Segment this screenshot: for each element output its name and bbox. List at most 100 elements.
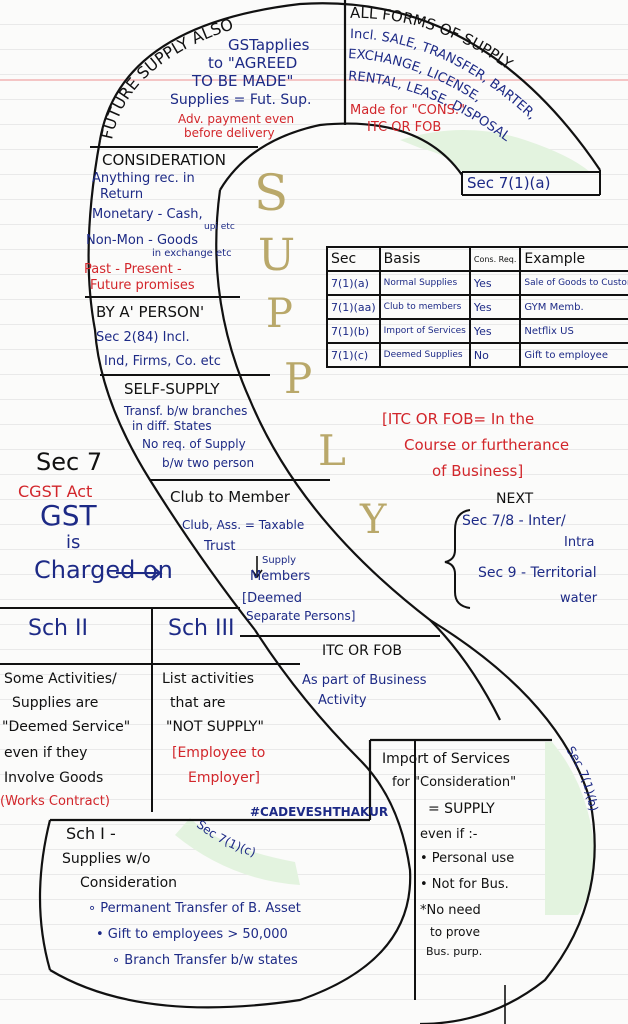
consideration-l3b: upi etc [204,222,235,232]
charged-arrow [116,565,163,581]
outer-left-curve [87,139,256,631]
next-l2: Sec 9 - Territorial [478,565,597,581]
supply-letter-u: U [258,230,296,281]
cgst-act: CGST Act [18,482,93,501]
sch2-l2: Supplies are [12,695,99,711]
sch2-l4: even if they [4,745,88,761]
itc-note-l2: Course or furtherance [404,436,570,454]
sch2-title: Sch II [28,616,88,641]
club-l3: Supply [262,555,297,566]
future-l3: TO BE MADE" [192,72,294,90]
cell-sec: 7(1)(c) [326,342,381,368]
sch2-l5: Involve Goods [4,770,104,786]
consideration-l6: Future promises [90,278,195,293]
future-l4: Supplies = Fut. Sup. [170,92,312,108]
supply-letter-p2: P [284,354,313,403]
import-l9: Bus. purp. [426,945,483,958]
cell-sec: 7(1)(a) [326,270,381,296]
cell-example: Sale of Goods to Customer [519,270,628,296]
sch3-l3: "NOT SUPPLY" [166,719,264,735]
cell-cons: Yes [468,318,522,344]
club-l2: Trust [204,539,236,554]
cell-cons: No [468,342,522,368]
itc-l2: Activity [318,693,367,708]
cell-basis: Deemed Supplies [378,342,471,368]
header-basis: Basis [378,246,471,272]
club-arrow [251,556,263,579]
itc-note-l3: of Business] [432,462,524,480]
self-supply-l2: in diff. States [132,419,212,433]
shade-sec7a [400,130,590,172]
club-l1: Club, Ass. = Taxable [182,518,305,532]
person-title: BY A' PERSON' [96,303,205,321]
sch2-l3: "Deemed Service" [2,719,131,735]
sec-table: Sec Basis Cons. Req. Example 7(1)(a) Nor… [326,246,628,368]
table-row: 7(1)(a) Normal Supplies Yes Sale of Good… [326,270,628,296]
sec-table-header: Sec Basis Cons. Req. Example [326,246,628,272]
sch3-l1: List activities [162,671,255,687]
cell-example: Netflix US [519,318,628,344]
import-l7: *No need [420,903,481,918]
is-word: is [66,532,81,553]
import-l3: = SUPPLY [428,801,495,817]
supply-letter-l: L [318,426,346,475]
sch3-title: Sch III [168,616,235,641]
consideration-l5: Past - Present - [84,262,182,277]
self-supply-l4: b/w two person [162,456,255,470]
supply-letter-p1: P [266,291,293,337]
self-supply-l1: Transf. b/w branches [124,404,248,418]
header-cons: Cons. Req. [468,246,522,272]
import-l8: to prove [430,925,480,939]
club-l6: Separate Persons] [246,609,356,623]
import-l1: Import of Services [382,751,510,767]
itc-note-l1: [ITC OR FOB= In the [382,410,535,428]
club-l4: Members [250,569,311,584]
cell-cons: Yes [468,294,522,320]
charged-on: Charged on [34,556,173,584]
header-example: Example [519,246,628,272]
import-l6: • Not for Bus. [420,877,509,892]
itc-l1: As part of Business [302,673,427,688]
outer-bottom-curve [419,619,596,1024]
import-l2: for "Consideration" [392,775,517,790]
header-sec: Sec [326,246,381,272]
consideration-l4b: in exchange etc [152,248,232,259]
hashtag: #CADEVESHTHAKUR [250,805,389,819]
itc-title: ITC OR FOB [322,643,402,659]
shade-sec7c [175,818,300,885]
table-row: 7(1)(aa) Club to members Yes GYM Memb. [326,294,628,320]
sch2-l6: (Works Contract) [0,794,110,809]
inner-top-arc [219,122,463,191]
consideration-l2: Return [100,187,144,202]
cell-example: GYM Memb. [519,294,628,320]
sch1-l3: ∘ Permanent Transfer of B. Asset [88,901,301,916]
table-row: 7(1)(c) Deemed Supplies No Gift to emplo… [326,342,628,368]
sec7-heading: Sec 7 [36,448,103,476]
consideration-l1: Anything rec. in [92,171,195,186]
cell-example: Gift to employee [519,342,628,368]
club-l5: [Deemed [242,591,302,606]
future-l1: GSTapplies [228,36,310,54]
sch1-l1: Supplies w/o [62,851,151,867]
all-forms-l4: Made for "CONS." [350,103,465,118]
self-supply-l3: No req. of Supply [142,437,246,451]
cell-sec: 7(1)(aa) [326,294,381,320]
person-l1: Sec 2(84) Incl. [96,330,190,345]
sch1-l5: ∘ Branch Transfer b/w states [112,953,298,968]
person-l2: Ind, Firms, Co. etc [104,354,221,369]
bottom-left-curve [38,819,52,971]
sch3-l5: Employer] [188,770,260,786]
sch3-l4: [Employee to [172,745,266,761]
sch1-l2: Consideration [80,875,178,891]
all-forms-l5: ITC OR FOB [367,120,442,135]
shade-sec7b [545,742,595,915]
cell-basis: Club to members [378,294,471,320]
future-l5: Adv. payment even [178,112,295,126]
sch1-title: Sch I - [66,824,116,843]
next-title: NEXT [496,491,534,507]
future-l2: to "AGREED [208,54,298,72]
import-l5: • Personal use [420,851,515,866]
next-l1: Sec 7/8 - Inter/ [462,513,566,529]
